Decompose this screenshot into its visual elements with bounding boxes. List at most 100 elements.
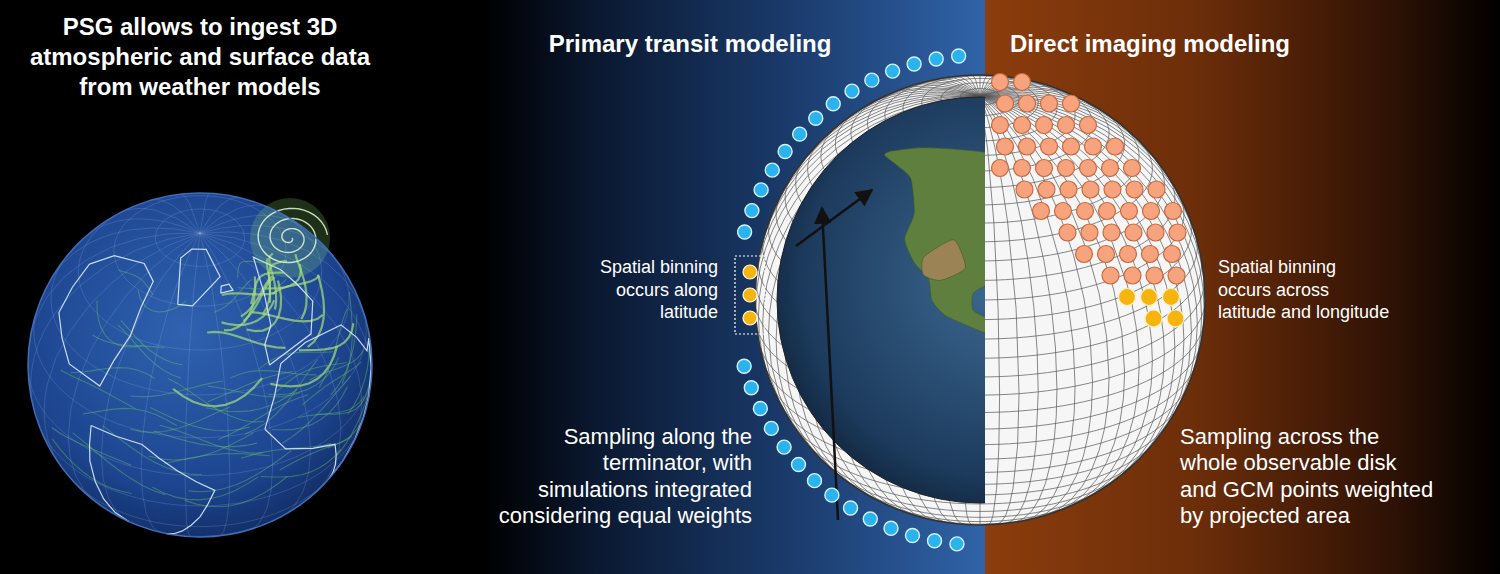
disk-dot bbox=[1041, 138, 1058, 155]
wind-stream bbox=[261, 449, 341, 477]
disk-dot bbox=[1080, 160, 1097, 177]
disk-dot bbox=[1041, 95, 1058, 112]
sampling-note: Sampling along the terminator, with simu… bbox=[490, 424, 752, 530]
disk-dot bbox=[992, 160, 1009, 177]
terminator-dot bbox=[826, 97, 840, 111]
sphere-outline bbox=[755, 75, 1205, 525]
wind-stream bbox=[207, 332, 285, 348]
terminator-dot bbox=[863, 512, 877, 526]
disk-dot bbox=[1124, 267, 1141, 284]
earth-disk bbox=[777, 97, 985, 503]
wind-stream bbox=[52, 427, 131, 465]
terminator-dot bbox=[865, 73, 879, 87]
sampling-note: Sampling across the whole observable dis… bbox=[1180, 424, 1438, 530]
wind-stream bbox=[247, 280, 281, 331]
wind-stream bbox=[206, 389, 297, 412]
terminator-dot bbox=[765, 163, 779, 177]
ray-arrow bbox=[822, 208, 838, 520]
disk-dot bbox=[1019, 95, 1036, 112]
disk-dot bbox=[1147, 224, 1164, 241]
terminator-dot bbox=[754, 183, 768, 197]
wind-stream bbox=[97, 301, 143, 347]
disk-dot bbox=[1165, 203, 1182, 220]
ray-arrow bbox=[796, 190, 872, 246]
coastline bbox=[221, 284, 233, 293]
disk-dots bbox=[992, 74, 1187, 328]
terminator-dot bbox=[745, 204, 759, 218]
binning-note: Spatial binning occurs across latitude a… bbox=[1218, 256, 1390, 324]
wind-stream bbox=[318, 383, 369, 414]
terminator-dot bbox=[928, 534, 942, 548]
disk-dot bbox=[1142, 246, 1159, 263]
wind-stream bbox=[222, 293, 276, 295]
continent bbox=[922, 240, 966, 281]
terminator-dot bbox=[886, 64, 900, 78]
terminator-dot bbox=[753, 402, 767, 416]
continent bbox=[885, 148, 985, 356]
latitude-bin bbox=[743, 265, 757, 325]
wind-stream bbox=[214, 279, 252, 312]
disk-dot bbox=[1146, 267, 1163, 284]
disk-dot bbox=[1098, 246, 1115, 263]
terminator-dot bbox=[738, 225, 752, 239]
disk-dot bbox=[1063, 95, 1080, 112]
wind-stream bbox=[342, 292, 352, 384]
disk-dot bbox=[1120, 246, 1137, 263]
panel-heading: Primary transit modeling bbox=[485, 30, 895, 59]
disk-dot bbox=[1014, 160, 1031, 177]
terminator-dot bbox=[778, 145, 792, 159]
wind-stream bbox=[53, 439, 132, 493]
terminator-dot bbox=[764, 421, 778, 435]
binning-note: Spatial binning occurs along latitude bbox=[583, 256, 718, 324]
disk-dot bbox=[1058, 160, 1075, 177]
terminator-dot bbox=[744, 381, 758, 395]
disk-dot bbox=[1063, 138, 1080, 155]
disk-dot bbox=[1168, 267, 1185, 284]
wind-stream bbox=[83, 408, 177, 425]
disk-dot bbox=[1080, 117, 1097, 134]
globe-graticule bbox=[28, 193, 372, 536]
disk-dot bbox=[1019, 138, 1036, 155]
sampling-dots bbox=[735, 49, 1186, 551]
globe-rim bbox=[28, 193, 372, 537]
wind-streams bbox=[52, 253, 372, 506]
disk-dot bbox=[1058, 117, 1075, 134]
disk-dot bbox=[1081, 224, 1098, 241]
disk-dot bbox=[997, 95, 1014, 112]
disk-dot bbox=[1082, 181, 1099, 198]
disk-dot bbox=[992, 74, 1009, 91]
disk-dot bbox=[1107, 138, 1124, 155]
figure-title: PSG allows to ingest 3D atmospheric and … bbox=[20, 12, 380, 102]
earth-edge bbox=[777, 97, 985, 503]
disk-dot bbox=[1169, 224, 1186, 241]
wind-stream bbox=[121, 320, 183, 364]
disk-dot bbox=[1125, 224, 1142, 241]
wind-stream bbox=[138, 290, 186, 312]
wind-stream bbox=[154, 431, 257, 447]
disk-dot bbox=[1060, 181, 1077, 198]
bin-dot bbox=[1141, 289, 1158, 306]
wind-stream bbox=[61, 370, 136, 409]
bin-dot bbox=[743, 311, 757, 325]
panel-heading: Direct imaging modeling bbox=[985, 30, 1315, 59]
bin-bracket bbox=[735, 256, 765, 334]
wind-stream bbox=[165, 454, 270, 464]
wind-stream bbox=[337, 372, 372, 456]
disk-dot bbox=[1014, 117, 1031, 134]
disk-dot bbox=[1124, 160, 1141, 177]
coastline bbox=[59, 256, 153, 386]
disk-dot bbox=[1036, 117, 1053, 134]
wind-stream bbox=[119, 270, 153, 295]
disk-dot bbox=[1014, 74, 1031, 91]
bin-dot bbox=[743, 265, 757, 279]
terminator-dot bbox=[950, 537, 964, 551]
bin-dot bbox=[1167, 310, 1184, 327]
coastline bbox=[90, 426, 215, 534]
wind-stream bbox=[71, 368, 155, 379]
gcm-sphere bbox=[755, 75, 1205, 525]
wind-stream bbox=[92, 335, 164, 347]
disk-dot bbox=[1036, 160, 1053, 177]
terminator-dot bbox=[809, 111, 823, 125]
wind-stream bbox=[308, 275, 324, 347]
wind-stream bbox=[118, 325, 181, 378]
